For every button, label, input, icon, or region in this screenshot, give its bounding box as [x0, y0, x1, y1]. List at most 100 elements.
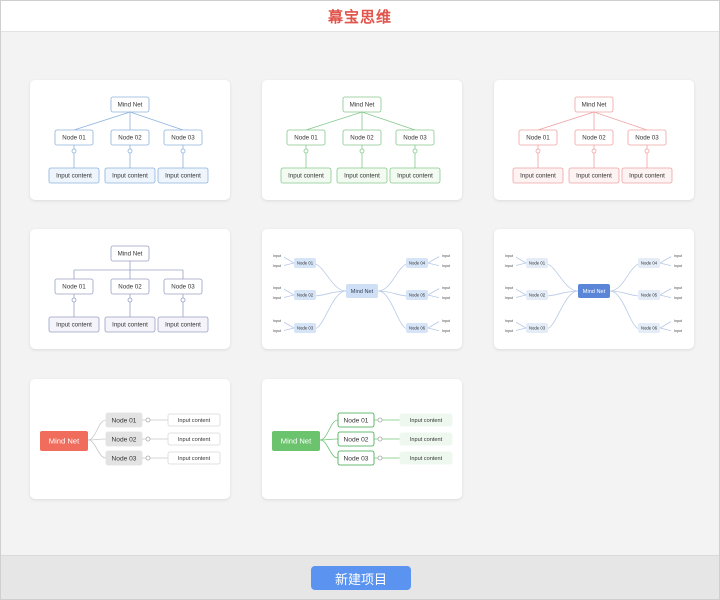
leaf-node: Input content — [167, 413, 221, 427]
expand-toggle-icon — [145, 455, 151, 461]
new-project-button[interactable]: 新建项目 — [311, 566, 411, 590]
svg-text:Node 01: Node 01 — [294, 135, 318, 142]
leaf-node: Input content — [157, 167, 209, 184]
svg-text:Input content: Input content — [112, 322, 148, 329]
connector-line — [87, 439, 107, 459]
expand-toggle-icon — [180, 148, 186, 154]
expand-toggle-icon — [377, 436, 383, 442]
connector-line — [427, 287, 441, 296]
svg-text:Node 02: Node 02 — [350, 135, 374, 142]
branch-node: Node 01 — [526, 258, 548, 268]
leaf-node: Input — [502, 317, 516, 324]
connector-line — [537, 111, 595, 131]
branch-node: Node 02 — [110, 129, 150, 146]
leaf-node: Input — [270, 294, 284, 301]
branch-node: Node 02 — [526, 290, 548, 300]
svg-text:Node 01: Node 01 — [529, 261, 546, 266]
connector-line — [609, 263, 641, 292]
svg-text:Input: Input — [674, 264, 682, 268]
leaf-node: Input content — [621, 167, 673, 184]
leaf-node: Input content — [399, 451, 453, 465]
leaf-node: Input — [439, 317, 453, 324]
leaf-node: Input content — [389, 167, 441, 184]
connector-line — [129, 111, 184, 131]
connector-line — [313, 290, 347, 297]
svg-text:Input: Input — [674, 319, 682, 323]
branch-node: Node 04 — [638, 258, 660, 268]
connector-line — [377, 290, 409, 330]
leaf-node: Input content — [167, 451, 221, 465]
svg-text:Node 02: Node 02 — [112, 436, 137, 443]
branch-node: Node 03 — [105, 450, 143, 466]
expand-toggle-icon — [377, 455, 383, 461]
leaf-node: Input content — [568, 167, 620, 184]
branch-node: Node 01 — [294, 258, 316, 268]
branch-node: Node 02 — [110, 278, 150, 295]
connector-line — [513, 320, 527, 329]
svg-text:Node 06: Node 06 — [409, 326, 426, 331]
connector-line — [659, 320, 673, 329]
svg-text:Node 03: Node 03 — [403, 135, 427, 142]
leaf-node: Input — [270, 317, 284, 324]
leaf-node: Input content — [399, 432, 453, 446]
leaf-node: Input — [502, 327, 516, 334]
svg-text:Input: Input — [505, 254, 513, 258]
leaf-node: Input — [270, 284, 284, 291]
svg-text:Node 01: Node 01 — [62, 284, 86, 291]
svg-text:Input: Input — [442, 264, 450, 268]
expand-toggle-icon — [127, 148, 133, 154]
svg-text:Node 03: Node 03 — [635, 135, 659, 142]
svg-text:Node 02: Node 02 — [529, 293, 546, 298]
svg-text:Input content: Input content — [288, 173, 324, 180]
svg-text:Input content: Input content — [178, 418, 211, 424]
svg-text:Node 03: Node 03 — [112, 455, 137, 462]
branch-node: Node 02 — [342, 129, 382, 146]
svg-text:Input: Input — [505, 329, 513, 333]
branch-node: Node 01 — [54, 129, 94, 146]
expand-toggle-icon — [71, 148, 77, 154]
svg-text:Input: Input — [273, 286, 281, 290]
leaf-node: Input content — [336, 167, 388, 184]
root-node: Mind Net — [110, 96, 150, 113]
svg-text:Input content: Input content — [629, 173, 665, 180]
leaf-node: Input — [439, 252, 453, 259]
expand-toggle-icon — [377, 417, 383, 423]
svg-text:Mind Net: Mind Net — [350, 102, 375, 109]
root-node: Mind Net — [578, 284, 610, 298]
expand-toggle-icon — [145, 417, 151, 423]
expand-toggle-icon — [591, 148, 597, 154]
leaf-node: Input — [270, 262, 284, 269]
root-node: Mind Net — [40, 431, 88, 451]
svg-text:Input content: Input content — [576, 173, 612, 180]
root-node: Mind Net — [110, 245, 150, 262]
connector-line — [545, 290, 579, 297]
svg-text:Input: Input — [674, 329, 682, 333]
svg-text:Input: Input — [273, 264, 281, 268]
leaf-node: Input content — [512, 167, 564, 184]
branch-node: Node 05 — [406, 290, 428, 300]
svg-text:Node 01: Node 01 — [112, 417, 137, 424]
svg-text:Node 02: Node 02 — [297, 293, 314, 298]
branch-node: Node 03 — [337, 450, 375, 466]
svg-text:Node 01: Node 01 — [297, 261, 314, 266]
svg-text:Input: Input — [442, 329, 450, 333]
svg-text:Mind Net: Mind Net — [118, 102, 143, 109]
connector-line — [659, 255, 673, 264]
branch-node: Node 04 — [406, 258, 428, 268]
root-node: Mind Net — [346, 284, 378, 298]
svg-text:Node 01: Node 01 — [344, 417, 369, 424]
svg-text:Input: Input — [273, 329, 281, 333]
